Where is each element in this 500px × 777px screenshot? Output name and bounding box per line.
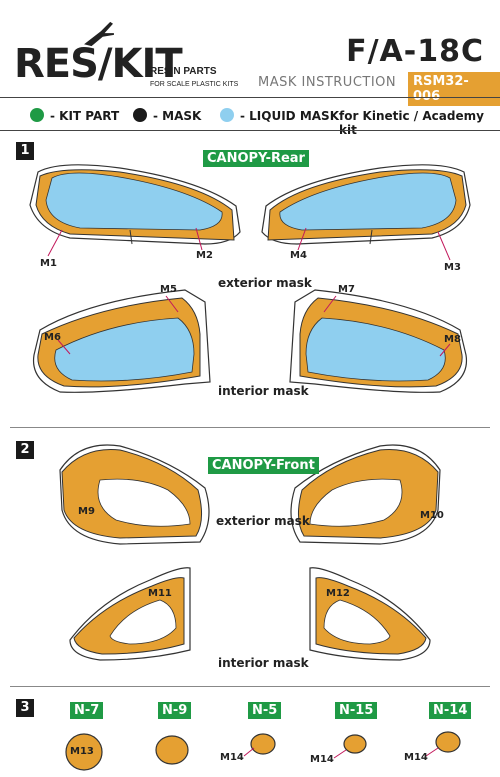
section-1-leader-lines [47, 227, 451, 357]
section-1-divider [10, 427, 490, 428]
tagline-scale: FOR SCALE PLASTIC KITS [150, 81, 239, 88]
section-1-interior-caption: interior mask [218, 384, 309, 398]
label-m11: M11 [148, 588, 172, 599]
canopy-front-left-interior [69, 567, 191, 661]
section-2-number: 2 [16, 441, 34, 459]
section-2-exterior-caption: exterior mask [216, 514, 310, 528]
mask-instruction-label: MASK INSTRUCTION [258, 75, 397, 90]
section-2-interior-caption: interior mask [218, 656, 309, 670]
part-tag-n7: N-7 [70, 702, 104, 719]
canopy-rear-left-exterior [29, 164, 241, 245]
part-tag-n14: N-14 [429, 702, 472, 719]
section-3-number: 3 [16, 699, 34, 717]
canopy-front-left-exterior [59, 444, 210, 545]
jet-icon [84, 21, 114, 47]
canopy-rear-left-interior [32, 289, 211, 393]
label-m4: M4 [290, 250, 307, 261]
kit-part-dot-icon [30, 108, 44, 122]
legend-liquid-mask: - LIQUID MASK [240, 109, 339, 123]
label-m14-n14: M14 [404, 752, 428, 763]
legend-mask: - MASK [153, 109, 202, 123]
canopy-rear-right-exterior [261, 164, 471, 245]
label-m14-n5: M14 [220, 752, 244, 763]
canopy-rear-title: CANOPY-Rear [203, 150, 309, 167]
label-m1: M1 [40, 258, 57, 269]
product-code-badge: RSM32-006 [408, 72, 500, 106]
label-m9: M9 [78, 506, 95, 517]
label-m2: M2 [196, 250, 213, 261]
label-m12: M12 [326, 588, 350, 599]
legend-kit-part: - KIT PART [50, 109, 120, 123]
section-2-divider [10, 686, 490, 687]
label-m6: M6 [44, 332, 61, 343]
mask-dot-icon [133, 108, 147, 122]
legend-divider [0, 130, 500, 131]
tagline-resin: RESIN PARTS [150, 66, 217, 77]
part-tag-n15: N-15 [335, 702, 378, 719]
label-m7: M7 [338, 284, 355, 295]
label-m14-n15: M14 [310, 754, 334, 765]
label-m5: M5 [160, 284, 177, 295]
part-tag-n9: N-9 [158, 702, 192, 719]
canopy-rear-right-interior [289, 289, 468, 393]
label-m8: M8 [444, 334, 461, 345]
section-3-masks [65, 731, 461, 771]
part-tag-n5: N-5 [248, 702, 282, 719]
label-m10: M10 [420, 510, 444, 521]
canopy-front-title: CANOPY-Front [208, 457, 319, 474]
model-title: F/A-18C [346, 34, 484, 69]
header-divider [0, 97, 500, 98]
brand-logo: RES/KIT [14, 41, 183, 87]
legend-compat: for Kinetic / Academy kit [339, 109, 484, 137]
label-m13: M13 [70, 746, 94, 757]
liquid-mask-dot-icon [220, 108, 234, 122]
label-m3: M3 [444, 262, 461, 273]
canopy-front-right-exterior [290, 444, 441, 545]
section-1-number: 1 [16, 142, 34, 160]
section-1-exterior-caption: exterior mask [218, 276, 312, 290]
canopy-front-right-interior [309, 567, 431, 661]
